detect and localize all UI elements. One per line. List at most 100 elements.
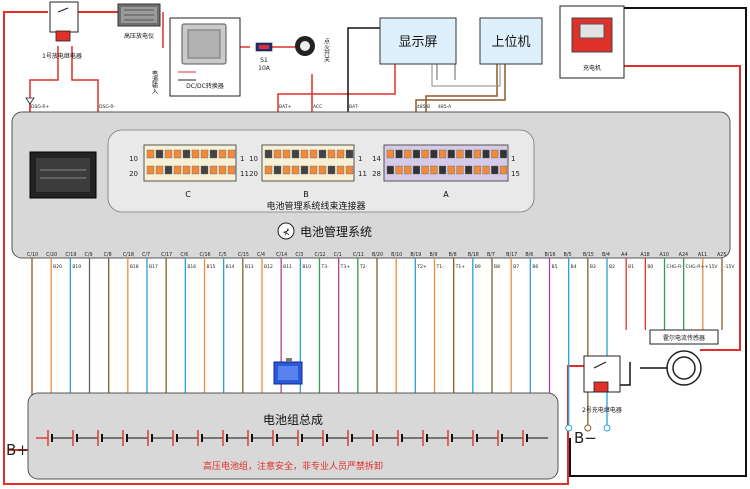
connector-pin	[218, 165, 227, 175]
top-pin-signal: 485-A	[438, 104, 452, 110]
bottom-pin-signal: B0	[647, 264, 653, 270]
bottom-pin-label: B/8	[449, 252, 457, 258]
connector-pin	[491, 165, 499, 175]
display-label: 显示屏	[398, 35, 437, 50]
connector-pin	[482, 149, 490, 159]
bottom-pin-label: C/1	[334, 252, 342, 258]
connector-pin	[439, 149, 447, 159]
connector-pin	[291, 149, 300, 159]
bottom-pin-signal: B4	[571, 264, 577, 270]
bottom-pin-signal: B9	[475, 264, 481, 270]
connector-pin	[430, 165, 438, 175]
connector-pin	[273, 165, 282, 175]
top-pin-signal: BAT-	[349, 104, 359, 110]
connector-pin	[227, 165, 236, 175]
bottom-pin-signal: CHG-R+	[686, 264, 705, 270]
fuse-rating: 10A	[258, 65, 271, 72]
connector-pin	[465, 165, 473, 175]
connector-pin	[173, 165, 182, 175]
connector-pin	[421, 165, 429, 175]
connector-c-label: C	[185, 190, 191, 199]
connector-pin	[499, 149, 508, 159]
bottom-pin-label: C/19	[65, 252, 76, 258]
connector-pin	[465, 149, 473, 159]
connector-pin	[173, 149, 182, 159]
bottom-pin-label: C/8	[104, 252, 112, 258]
bottom-pin-label: B/20	[372, 252, 383, 258]
connector-pin	[146, 165, 155, 175]
connector-pin	[264, 149, 273, 159]
connector-pin	[336, 149, 345, 159]
connector-pin	[300, 165, 309, 175]
hall-sensor: 霍尔电流传感器	[649, 329, 719, 386]
bottom-pin-signal: B18	[130, 264, 139, 270]
conn-c-pin-20: 20	[129, 170, 138, 178]
connector-pin	[200, 165, 209, 175]
bottom-pin-signal: T3+	[340, 264, 351, 270]
connector-pin	[164, 165, 173, 175]
bottom-pin-label: B/7	[487, 252, 495, 258]
connector-pin	[209, 149, 218, 159]
battery-icon	[273, 358, 303, 385]
bottom-pin-signal: B16	[187, 264, 196, 270]
bottom-pin-label: C/16	[200, 252, 211, 258]
connector-pin	[146, 149, 155, 159]
bottom-pin-signal: -15V	[724, 264, 735, 270]
top-pin-signal: ACC	[313, 104, 322, 110]
bottom-pin-label: B/5	[564, 252, 572, 258]
conn-b-pin-11: 11	[358, 170, 367, 178]
top-pin-signal: DSG-R-	[99, 104, 115, 110]
bottom-pin-signal: B15	[207, 264, 216, 270]
bottom-pin-signal: B1	[628, 264, 634, 270]
bottom-pin-label: B/6	[525, 252, 533, 258]
bottom-pin-label: C/10	[27, 252, 38, 258]
bottom-pin-label: C/4	[257, 252, 265, 258]
bottom-pin-signal: B17	[149, 264, 158, 270]
connector-a-label: A	[443, 190, 449, 199]
bottom-pin-label: A10	[660, 252, 669, 258]
connector-pin	[482, 165, 490, 175]
bottom-pin-label: C/15	[238, 252, 249, 258]
connector-pin	[191, 149, 200, 159]
connector-pin	[282, 165, 291, 175]
connector-title: 电池管理系统线束连接器	[266, 200, 365, 212]
connector-pin	[491, 149, 499, 159]
connector-pin	[327, 149, 336, 159]
bottom-pin-signal: T2-	[359, 264, 368, 270]
connector-pin	[447, 149, 455, 159]
connector-pin	[182, 149, 191, 159]
connector-pin	[395, 149, 403, 159]
bottom-pin-label: C/11	[353, 252, 364, 258]
connector-pin	[421, 149, 429, 159]
bottom-pin-signal: B12	[264, 264, 273, 270]
pack-title: 电池组总成	[263, 413, 323, 427]
connector-pin	[209, 165, 218, 175]
top-pin-signal: 485-B	[417, 104, 430, 110]
bms-logo-icon: ⊀	[282, 228, 290, 238]
connector-pin	[182, 165, 191, 175]
ignition-switch: 点火开关	[295, 36, 330, 63]
connector-pin	[273, 149, 282, 159]
connector-pin	[300, 149, 309, 159]
bottom-pin-signal: B20	[53, 264, 62, 270]
bottom-pin-label: B/4	[602, 252, 610, 258]
battery-pack: 电池组总成 高压电池组，注意安全，非专业人员严禁拆卸	[27, 392, 559, 480]
connector-pin	[218, 149, 227, 159]
bottom-pin-label: C/6	[180, 252, 188, 258]
connector-pin	[336, 165, 345, 175]
connector-pin	[200, 149, 209, 159]
bottom-pin-label: A24	[679, 252, 688, 258]
relay-2: 2号充电继电器	[582, 355, 622, 414]
host-computer: 上位机	[479, 17, 543, 65]
bottom-pin-label: B/18	[468, 252, 479, 258]
bottom-pin-label: C/20	[46, 252, 57, 258]
bottom-pin-signal: +15V	[705, 264, 718, 270]
connector-pin	[327, 165, 336, 175]
bms-title: 电池管理系统	[300, 224, 372, 239]
top-pin-signal: BAT+	[279, 104, 292, 110]
bottom-pin-label: A18	[640, 252, 649, 258]
connector-pin	[439, 165, 447, 175]
bottom-pin-signal: T2+	[416, 264, 427, 270]
conn-c-pin-1: 1	[240, 155, 244, 163]
bottom-pin-label: C/14	[276, 252, 287, 258]
